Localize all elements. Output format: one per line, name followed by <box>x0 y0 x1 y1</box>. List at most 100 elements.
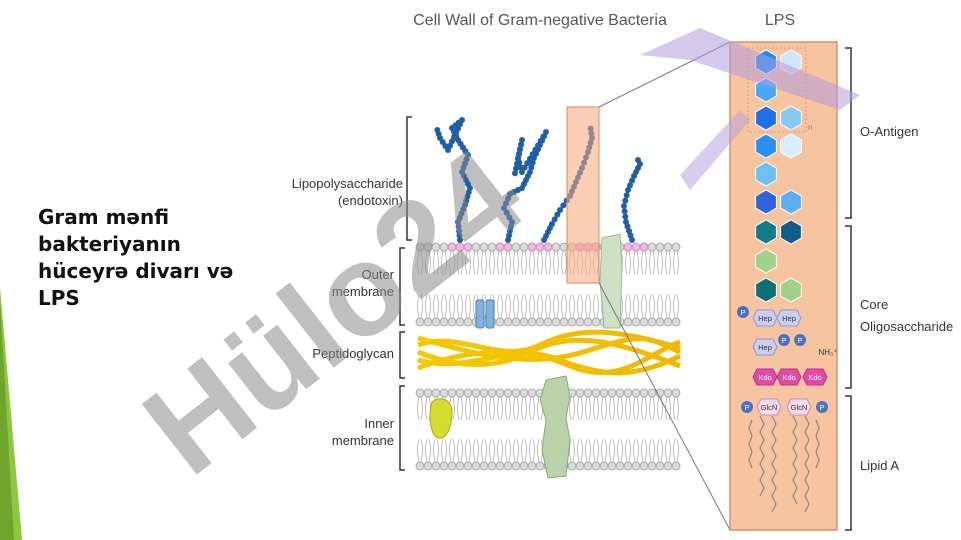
lipid-tail <box>569 294 575 319</box>
phosphate-icon <box>737 306 749 318</box>
lipid-tail <box>457 439 463 463</box>
lipid-head <box>615 461 625 471</box>
lipid-head <box>599 461 609 471</box>
lipid-head <box>447 317 457 327</box>
lipid-head <box>671 461 681 471</box>
lipid-tail <box>417 294 423 319</box>
lipid-tail <box>585 396 591 420</box>
sugar-bead <box>527 169 533 175</box>
lipid-head <box>543 317 553 327</box>
peptidoglycan-layer <box>417 329 682 376</box>
lipid-head <box>567 461 577 471</box>
lipid-tail <box>433 250 439 275</box>
lipid-head <box>495 461 505 471</box>
lipid-tail <box>609 439 615 463</box>
lipid-tail <box>633 396 639 420</box>
watermark-purple-stroke <box>640 28 860 110</box>
lipid-tail <box>649 439 655 463</box>
lipid-tail <box>465 439 471 463</box>
title-line-3: hüceyrə divarı və <box>38 259 234 283</box>
lipid-head <box>583 388 593 398</box>
sugar-bead <box>515 156 521 162</box>
sugar-bead <box>629 177 635 184</box>
phosphate-label: P <box>819 403 824 412</box>
lipid-tail <box>473 396 479 420</box>
lipid-tail <box>425 250 431 275</box>
phosphate-icon <box>816 401 828 413</box>
sugar-hexagon <box>780 219 802 245</box>
lipid-tail <box>617 439 623 463</box>
label-membrane-inner: membrane <box>332 433 394 448</box>
lipid-head <box>607 461 617 471</box>
repeat-unit-n: n <box>808 123 812 132</box>
sugar-bead <box>457 237 463 243</box>
lipid-tail <box>457 250 463 275</box>
lipid-head <box>575 388 585 398</box>
sugar-hexagon <box>780 105 802 131</box>
lipid-tail <box>441 250 447 275</box>
kdo-sugar-3 <box>802 368 828 386</box>
lipid-head <box>463 461 473 471</box>
sugar-bead <box>549 221 555 227</box>
sugar-bead <box>551 216 558 223</box>
lipid-head <box>647 242 657 252</box>
kdo-sugar-2 <box>776 368 802 386</box>
label-peptidoglycan: Peptidoglycan <box>312 346 394 361</box>
core-sugars: P Hep Hep Hep P P NH₃⁺ Kdo Kdo Kdo P Glc… <box>737 306 838 416</box>
lipid-head <box>455 388 465 398</box>
sugar-bead <box>509 219 515 225</box>
label-outer: Outer <box>361 267 394 282</box>
lipid-head <box>527 461 537 471</box>
lipid-head <box>527 317 537 327</box>
lipid-tail <box>449 250 455 275</box>
sugar-hexagon <box>780 189 802 215</box>
sugar-bead <box>514 160 520 167</box>
phosphate-label: P <box>744 403 749 412</box>
lipid-tail <box>641 294 647 319</box>
lipid-head <box>631 461 641 471</box>
sugar-bead <box>506 214 513 221</box>
glcn-sugar-1 <box>756 398 782 416</box>
sugar-bead <box>519 169 525 175</box>
lps-head-group <box>639 242 649 252</box>
lipid-tail <box>577 396 583 420</box>
lipid-tail <box>481 396 487 420</box>
lipid-head <box>631 388 641 398</box>
title-line-4: LPS <box>38 286 80 310</box>
lipid-head <box>559 317 569 327</box>
glcn-label-2: GlcN <box>791 403 808 412</box>
lipid-head <box>503 317 513 327</box>
lipid-head <box>663 317 673 327</box>
inner-membrane-protein-green <box>539 375 571 479</box>
sugar-bead <box>503 200 509 207</box>
lipid-tail <box>473 439 479 463</box>
lipid-tail <box>569 396 575 420</box>
lipid-tail <box>489 396 495 420</box>
kdo-label-3: Kdo <box>808 373 821 382</box>
lipid-tail <box>641 396 647 420</box>
lipid-head <box>423 461 433 471</box>
lipid-tail <box>521 396 527 420</box>
lipid-tail <box>537 250 543 275</box>
lipid-tail <box>673 396 679 420</box>
sugar-bead <box>508 223 514 230</box>
lipid-tail <box>649 250 655 275</box>
lipid-head <box>503 388 513 398</box>
lipid-tail <box>553 294 559 319</box>
lipid-head <box>639 317 649 327</box>
lipid-head <box>647 317 657 327</box>
lipid-head <box>591 317 601 327</box>
lipid-tail <box>673 250 679 275</box>
lipid-head <box>551 242 561 252</box>
sugar-bead <box>625 187 631 193</box>
right-brackets <box>845 47 852 531</box>
lipid-tail <box>649 396 655 420</box>
lipid-tail <box>673 439 679 463</box>
watermark-purple-accent <box>680 110 750 190</box>
lipid-head <box>655 242 665 252</box>
lipid-head <box>663 242 673 252</box>
lipid-tail <box>513 396 519 420</box>
lipid-tail <box>529 439 535 463</box>
lipid-tail <box>593 294 599 319</box>
sugar-hexagon <box>755 161 777 187</box>
